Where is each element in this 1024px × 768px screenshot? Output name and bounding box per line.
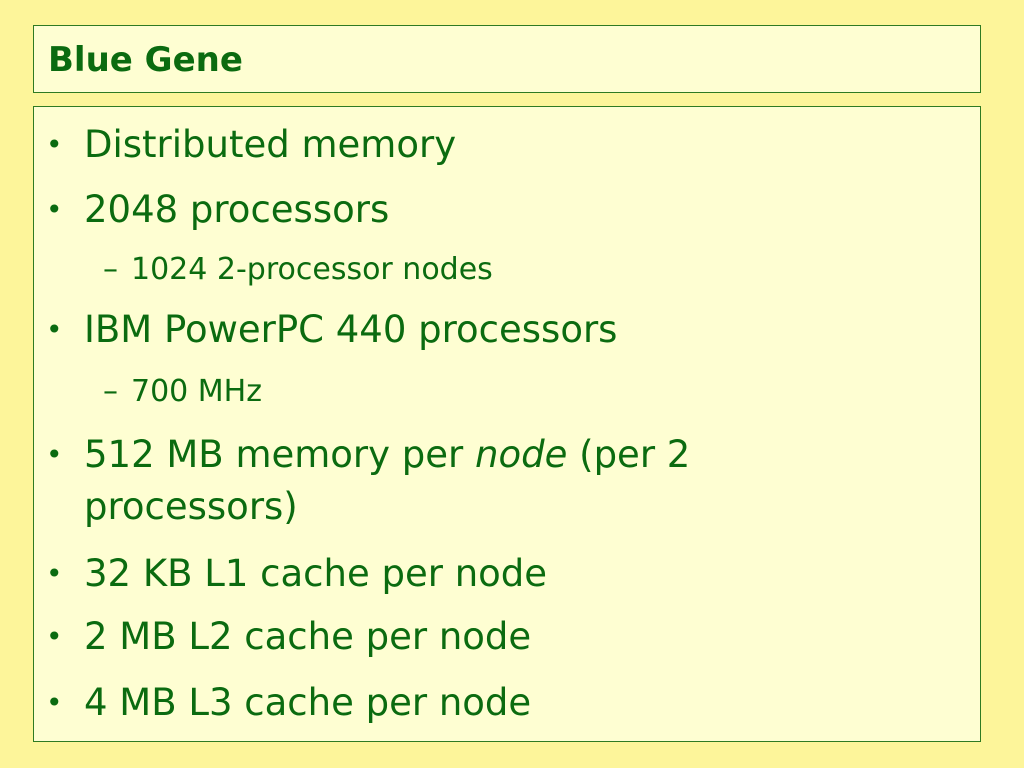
subbullet-text: 700 MHz (131, 374, 262, 409)
title-box: Blue Gene (33, 25, 981, 93)
bullet-text-post: (per 2 (567, 433, 691, 476)
bullet-marker: • (46, 128, 63, 161)
bullet-marker: • (46, 438, 63, 471)
subbullet-text: 1024 2-processor nodes (131, 252, 493, 287)
bullet-processors: • 2048 processors (46, 184, 390, 236)
bullet-marker: • (46, 686, 63, 719)
bullet-marker: • (46, 313, 63, 346)
bullet-distributed-memory: • Distributed memory (46, 119, 457, 171)
slide-title: Blue Gene (48, 40, 243, 80)
bullet-text-pre: 512 MB memory per (84, 433, 476, 476)
bullet-text: Distributed memory (84, 123, 457, 166)
bullet-marker: • (46, 620, 63, 653)
bullet-text: 2 MB L2 cache per node (84, 615, 532, 658)
bullet-memory-per-node: • 512 MB memory per node (per 2 (46, 429, 691, 481)
subbullet-clock-speed: – 700 MHz (103, 371, 262, 413)
bullet-powerpc: • IBM PowerPC 440 processors (46, 304, 618, 356)
bullet-text-continuation: processors) (84, 485, 298, 528)
bullet-l1-cache: • 32 KB L1 cache per node (46, 548, 548, 600)
dash-marker: – (103, 374, 118, 409)
bullet-marker: • (46, 557, 63, 590)
bullet-text-emphasis: node (475, 433, 568, 476)
bullet-text: 32 KB L1 cache per node (84, 552, 548, 595)
bullet-memory-per-node-line2: processors) (84, 481, 298, 533)
bullet-text: 2048 processors (84, 188, 390, 231)
bullet-text: 4 MB L3 cache per node (84, 681, 532, 724)
subbullet-nodes: – 1024 2-processor nodes (103, 249, 493, 291)
bullet-l2-cache: • 2 MB L2 cache per node (46, 611, 532, 663)
bullet-l3-cache: • 4 MB L3 cache per node (46, 677, 532, 729)
bullet-marker: • (46, 193, 63, 226)
content-box: • Distributed memory • 2048 processors –… (33, 106, 981, 742)
dash-marker: – (103, 252, 118, 287)
bullet-text: IBM PowerPC 440 processors (84, 308, 618, 351)
